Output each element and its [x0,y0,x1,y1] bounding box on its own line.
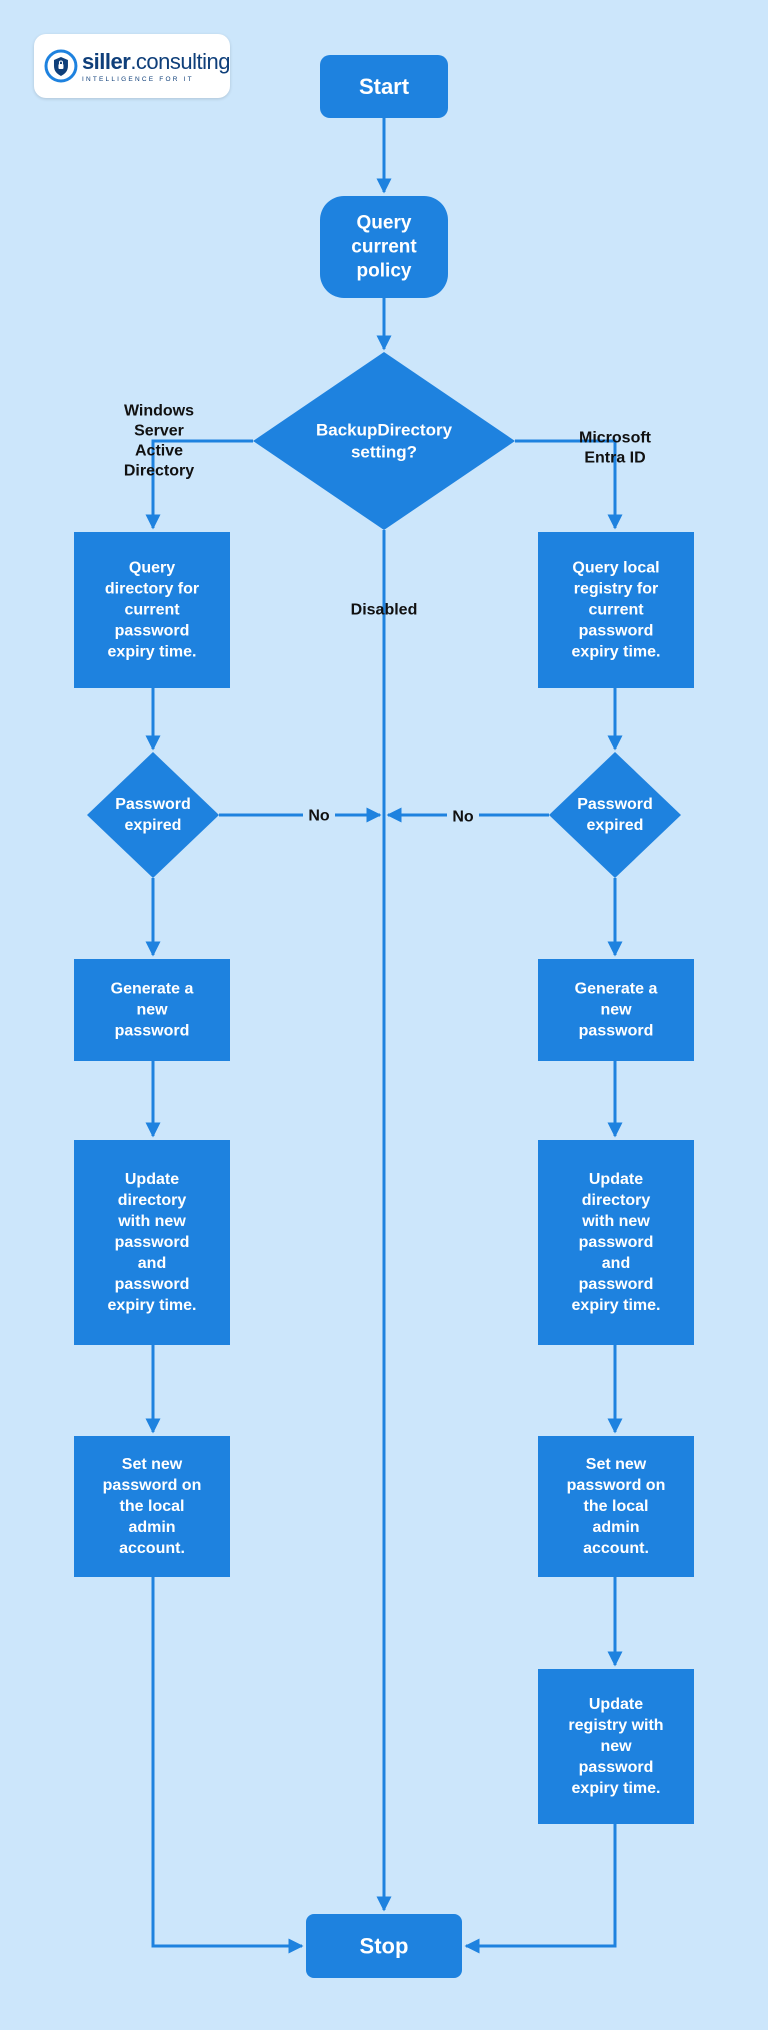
node-set-left-shape [74,1436,230,1577]
node-start-label: Start [359,74,410,99]
no-right-label-bg [447,805,479,825]
node-start-shape [320,55,448,118]
company-logo: siller.consulting INTELLIGENCE FOR IT [34,34,230,98]
node-start: Start [320,55,448,118]
node-expired-left-shape [87,752,219,878]
edge-decision-to-right [515,439,623,530]
node-update-dir-left-shape [74,1140,230,1345]
no-left-label-bg [303,805,335,825]
edge-registry-to-stop [464,1824,617,1954]
node-update-dir-right-shape [538,1140,694,1345]
logo-name: siller.consulting [81,48,231,74]
node-query-policy-shape [320,196,448,298]
edge-decision-to-left [145,439,253,530]
node-generate-right-shape [538,959,694,1061]
edges-layer [145,118,623,1954]
edge-set-left-to-stop [151,1577,304,1954]
edge-label-no-left: No [308,808,330,825]
node-set-right-shape [538,1436,694,1577]
edge-label-disabled: Disabled [351,602,418,619]
logo-tagline: INTELLIGENCE FOR IT [81,75,194,83]
edge-label-no-right: No [452,809,474,826]
node-stop: Stop [306,1914,462,1978]
node-decision-backup-shape [253,352,515,530]
node-generate-left-shape [74,959,230,1061]
node-query-directory-shape [74,532,230,688]
node-expired-right-shape [549,752,681,878]
node-update-registry-shape [538,1669,694,1824]
node-stop-label: Stop [360,1934,409,1959]
shield-lock-icon [44,49,78,83]
node-stop-shape [306,1914,462,1978]
node-query-registry-shape [538,532,694,688]
